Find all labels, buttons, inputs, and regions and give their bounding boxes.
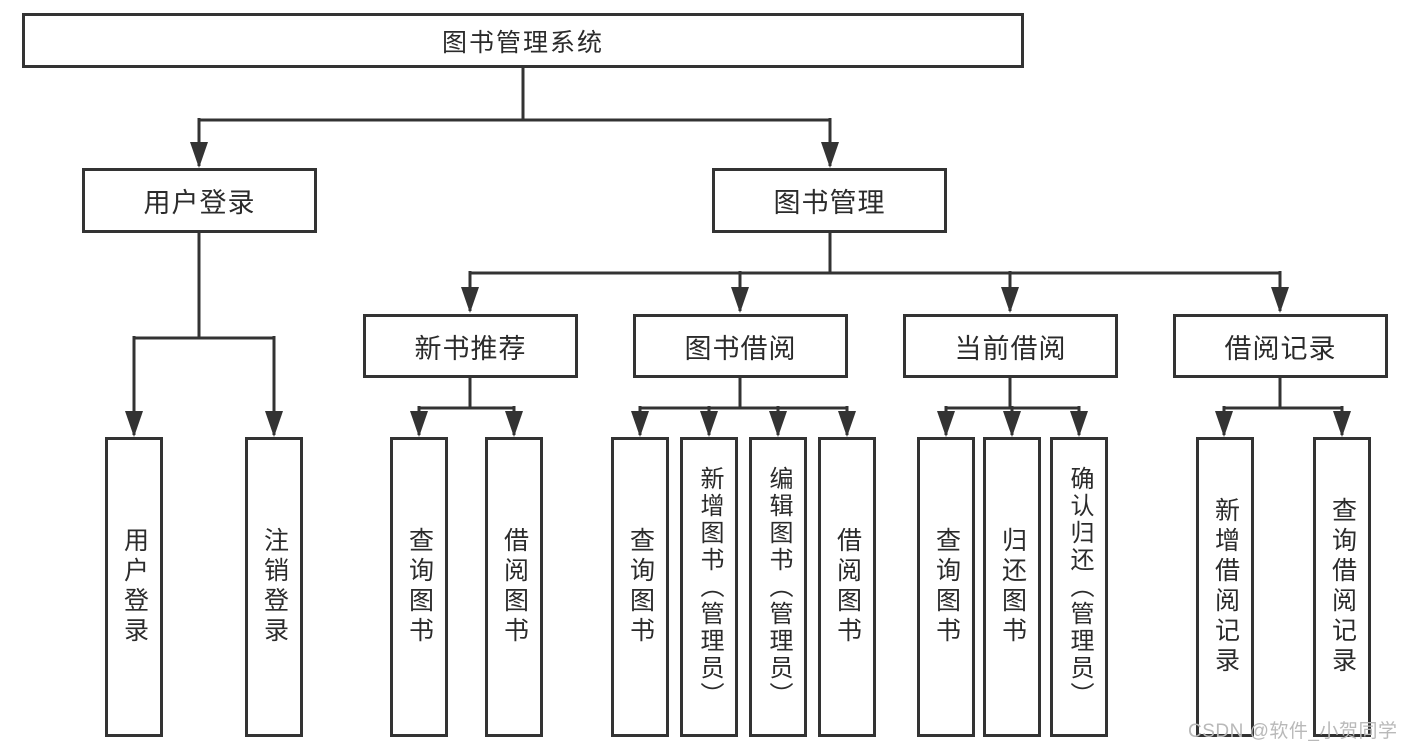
node-current-borrow-label: 当前借阅 <box>954 333 1067 364</box>
node-borrow-records: 借阅记录 <box>1173 314 1388 378</box>
leaf-query-books-recommend-label: 查询图书 <box>405 527 434 647</box>
leaf-add-borrow-record: 新增借阅记录 <box>1196 437 1254 737</box>
leaf-logout-label: 注销登录 <box>260 527 289 647</box>
leaf-query-books-borrow: 查询图书 <box>611 437 669 737</box>
leaf-add-borrow-record-label: 新增借阅记录 <box>1211 497 1240 677</box>
leaf-borrow-books-borrow-label: 借阅图书 <box>833 527 862 647</box>
leaf-query-books-current-label: 查询图书 <box>932 527 961 647</box>
leaf-confirm-return-admin-label: 确认归还（管理员） <box>1066 465 1093 709</box>
node-new-book-recommend-label: 新书推荐 <box>414 333 527 364</box>
leaf-add-book-admin-label: 新增图书（管理员） <box>696 465 723 709</box>
node-borrow-records-label: 借阅记录 <box>1224 333 1337 364</box>
leaf-logout: 注销登录 <box>245 437 303 737</box>
leaf-add-book-admin: 新增图书（管理员） <box>680 437 738 737</box>
leaf-edit-book-admin: 编辑图书（管理员） <box>749 437 807 737</box>
leaf-borrow-books-borrow: 借阅图书 <box>818 437 876 737</box>
leaf-query-borrow-record-label: 查询借阅记录 <box>1328 497 1357 677</box>
leaf-query-books-recommend: 查询图书 <box>390 437 448 737</box>
leaf-borrow-books-recommend: 借阅图书 <box>485 437 543 737</box>
leaf-query-books-current: 查询图书 <box>917 437 975 737</box>
leaf-edit-book-admin-label: 编辑图书（管理员） <box>765 465 792 709</box>
leaf-confirm-return-admin: 确认归还（管理员） <box>1050 437 1108 737</box>
watermark-text: CSDN @软件_小贺同学 <box>1188 721 1398 742</box>
branch-user-login-label: 用户登录 <box>143 188 256 218</box>
node-current-borrow: 当前借阅 <box>903 314 1118 378</box>
leaf-return-book: 归还图书 <box>983 437 1041 737</box>
node-root: 图书管理系统 <box>22 13 1024 68</box>
leaf-user-login-label: 用户登录 <box>120 527 149 647</box>
leaf-borrow-books-recommend-label: 借阅图书 <box>500 527 529 647</box>
node-book-borrow-label: 图书借阅 <box>684 333 797 364</box>
node-book-borrow: 图书借阅 <box>633 314 848 378</box>
leaf-query-books-borrow-label: 查询图书 <box>626 527 655 647</box>
node-root-label: 图书管理系统 <box>441 28 604 57</box>
branch-book-management: 图书管理 <box>712 168 947 233</box>
leaf-return-book-label: 归还图书 <box>998 527 1027 647</box>
node-new-book-recommend: 新书推荐 <box>363 314 578 378</box>
branch-book-management-label: 图书管理 <box>773 188 886 218</box>
branch-user-login: 用户登录 <box>82 168 317 233</box>
leaf-query-borrow-record: 查询借阅记录 <box>1313 437 1371 737</box>
leaf-user-login: 用户登录 <box>105 437 163 737</box>
